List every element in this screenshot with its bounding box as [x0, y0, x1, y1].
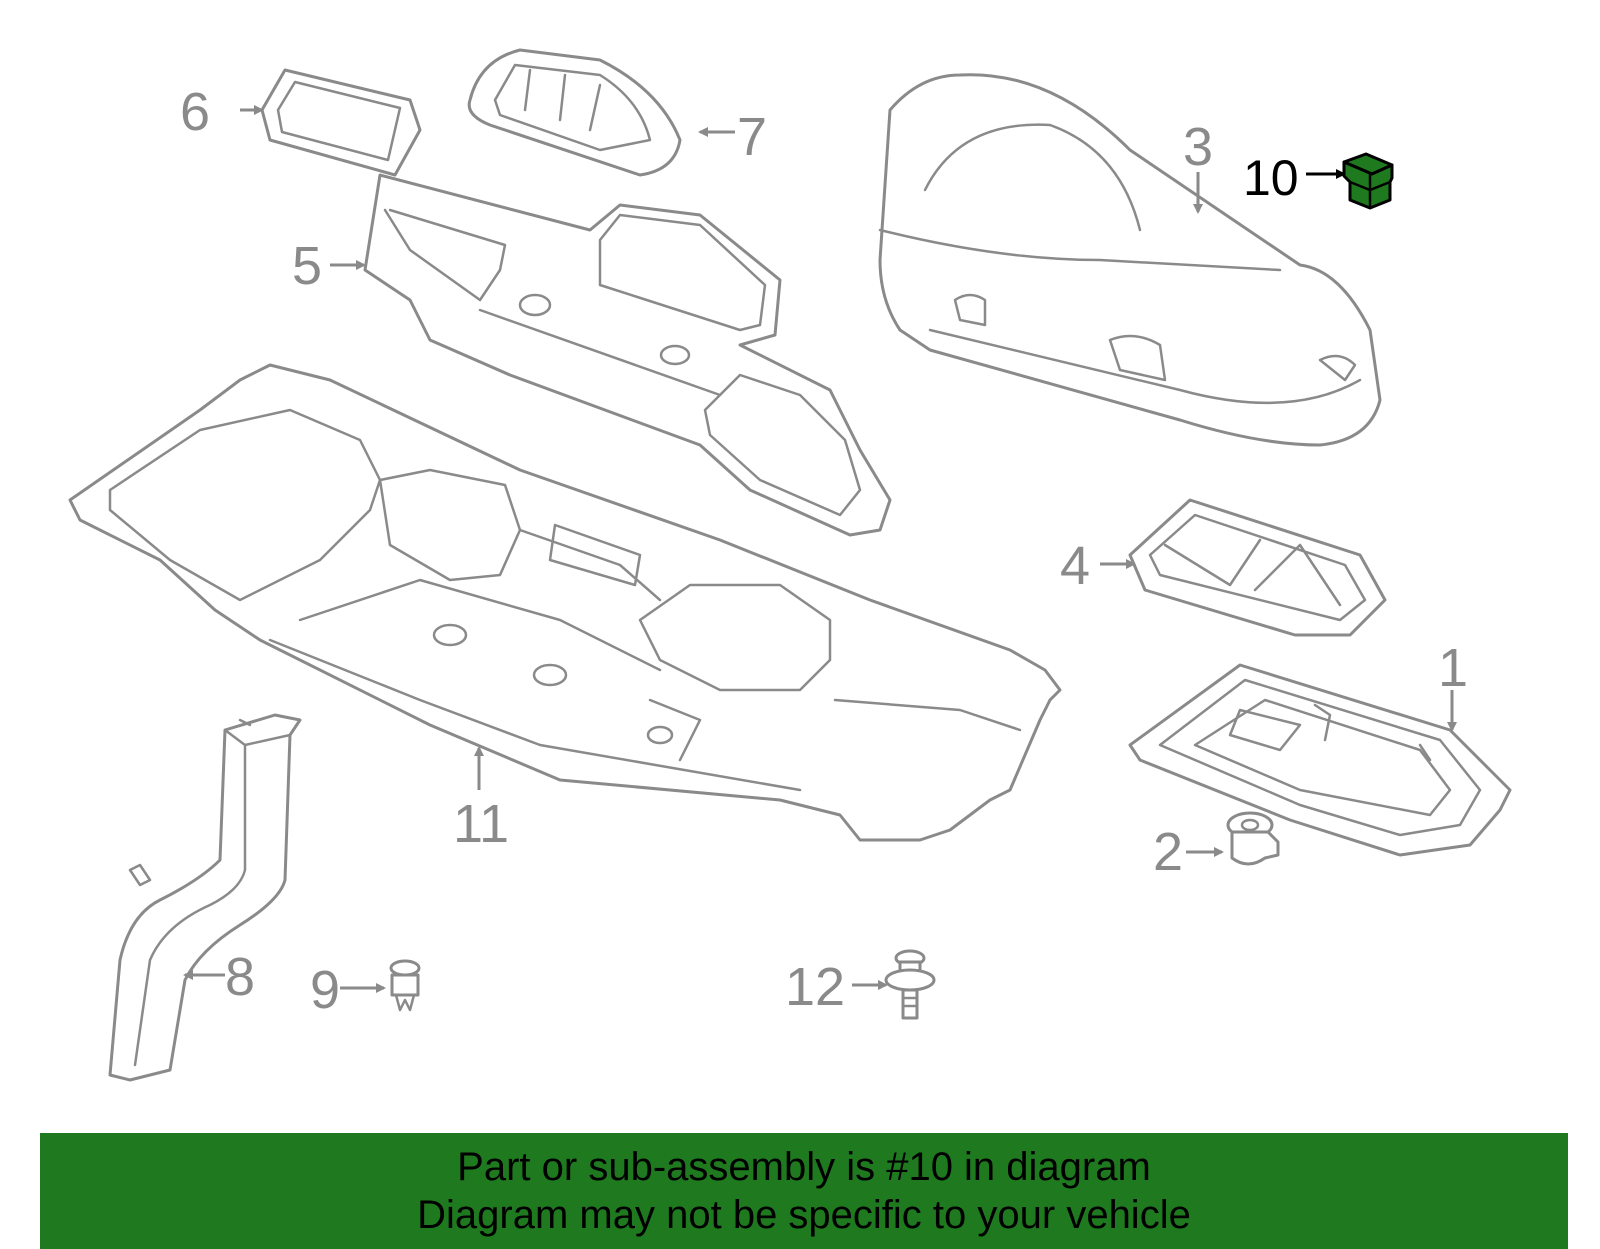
part-3-cover — [878, 73, 1382, 447]
part-1-filter-housing — [1128, 663, 1512, 857]
part-9-clip — [389, 959, 421, 1012]
callout-11: 11 — [453, 794, 509, 854]
part-5-duct-assembly — [363, 173, 892, 537]
callout-2: 2 — [1153, 822, 1183, 882]
callout-12: 12 — [785, 957, 845, 1017]
callout-5: 5 — [292, 236, 322, 296]
callout-8: 8 — [225, 947, 255, 1007]
callout-7: 7 — [737, 107, 767, 167]
part-8-side-duct — [108, 713, 302, 1082]
callout-9: 9 — [310, 960, 340, 1020]
callout-10: 10 — [1243, 150, 1299, 206]
callout-6: 6 — [180, 82, 210, 142]
callout-3: 3 — [1183, 117, 1213, 177]
banner-line-2: Diagram may not be specific to your vehi… — [417, 1193, 1191, 1237]
info-banner: Part or sub-assembly is #10 in diagram D… — [40, 1133, 1568, 1249]
part-12-screw — [884, 949, 936, 1020]
part-4-filter-panel — [1128, 498, 1387, 637]
callout-4: 4 — [1060, 536, 1090, 596]
part-2-push-clip — [1226, 811, 1280, 866]
part-6-duct-grille — [260, 68, 422, 177]
leader-lines — [183, 105, 1457, 993]
part-7-defroster-vent — [467, 48, 682, 177]
part-11-insulator-panel — [68, 363, 1062, 842]
banner-line-1: Part or sub-assembly is #10 in diagram — [457, 1145, 1151, 1189]
part-10-plug-highlighted — [1342, 152, 1394, 210]
callout-1: 1 — [1438, 638, 1468, 698]
callout-labels: 1 2 3 4 5 6 7 8 9 10 11 12 — [180, 82, 1468, 1020]
